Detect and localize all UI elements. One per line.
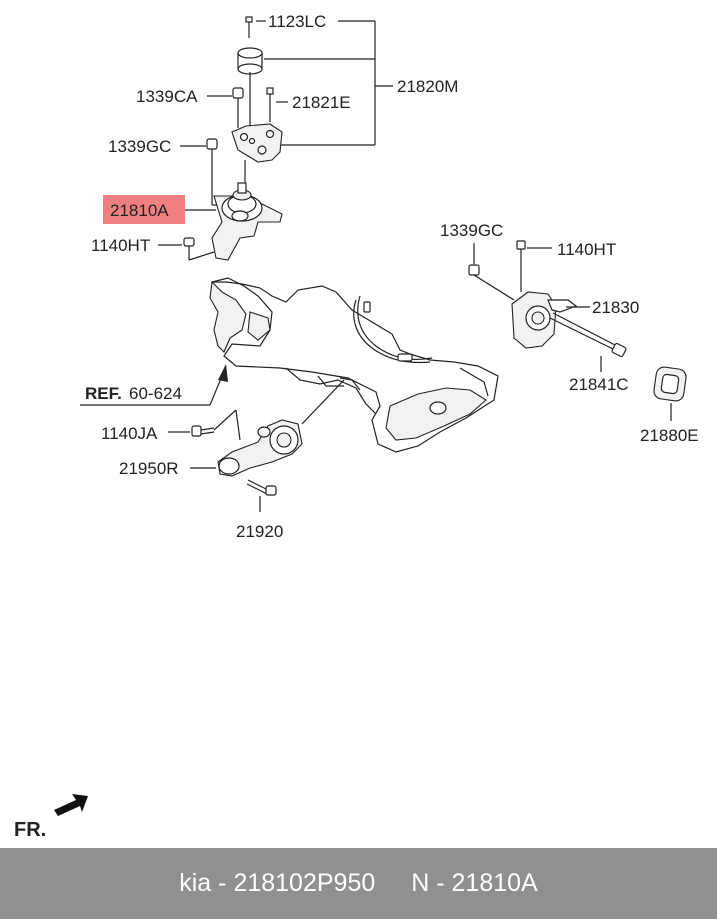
footer-n-value: 21810A bbox=[451, 869, 538, 897]
label-1140ja: 1140JA bbox=[101, 424, 158, 443]
footer-sep-1: - bbox=[211, 869, 234, 897]
highlight-box bbox=[103, 195, 185, 224]
bolt-1140ht-left bbox=[183, 237, 215, 261]
label-1339gc-left: 1339GC bbox=[108, 137, 171, 156]
bolt-1140ja bbox=[191, 425, 215, 437]
highlighted-part-label: 21810A bbox=[103, 195, 185, 224]
label-1123lc: 1123LC bbox=[268, 12, 326, 31]
label-21820m: 21820M bbox=[397, 77, 458, 96]
label-ref-number: 60-624 bbox=[129, 384, 182, 403]
nut-1339ca bbox=[232, 87, 244, 128]
label-1140ht-right: 1140HT bbox=[557, 240, 616, 259]
mount-bracket-plate bbox=[231, 123, 283, 163]
front-direction-indicator: FR. bbox=[14, 794, 88, 841]
label-1140ht-left: 1140HT bbox=[91, 236, 150, 255]
label-1339ca: 1339CA bbox=[136, 87, 198, 106]
bolt-21920 bbox=[246, 479, 277, 496]
footer-brand: kia bbox=[179, 869, 212, 897]
label-21841c: 21841C bbox=[569, 375, 629, 394]
label-21810a: 21810A bbox=[110, 201, 169, 220]
bolt-21821e bbox=[266, 87, 274, 122]
footer-sep-2: - bbox=[429, 869, 452, 897]
bolt-1123lc bbox=[245, 16, 253, 38]
label-21920: 21920 bbox=[236, 522, 283, 541]
label-21950r: 21950R bbox=[119, 459, 179, 478]
nut-1339gc-left bbox=[206, 138, 222, 206]
label-fr: FR. bbox=[14, 819, 46, 841]
nut-1339gc-right bbox=[468, 264, 515, 301]
bolt-1140ht-right bbox=[516, 240, 526, 292]
label-ref-prefix: REF. bbox=[85, 384, 122, 403]
subframe-crossmember bbox=[209, 277, 499, 453]
label-1339gc-right: 1339GC bbox=[440, 221, 503, 240]
roll-rod-21950r bbox=[217, 419, 303, 477]
engine-mount-21810a bbox=[211, 182, 283, 261]
parts-diagram: 1123LC 21820M 1339CA 21821E 1339GC bbox=[14, 12, 699, 841]
label-21830: 21830 bbox=[592, 298, 639, 317]
pad-21880e bbox=[653, 366, 687, 421]
footer-n-prefix: N bbox=[411, 869, 430, 897]
footer-part-number: 218102P950 bbox=[233, 869, 376, 897]
label-21821e: 21821E bbox=[292, 93, 351, 112]
bolt-21841c bbox=[549, 312, 627, 358]
ref-arrow-head bbox=[218, 364, 228, 382]
part-info-footer: kia - 218102P950 N - 21810A bbox=[0, 848, 717, 919]
bushing-part bbox=[237, 47, 263, 75]
front-arrow-icon bbox=[54, 794, 88, 816]
label-21880e: 21880E bbox=[640, 426, 699, 445]
